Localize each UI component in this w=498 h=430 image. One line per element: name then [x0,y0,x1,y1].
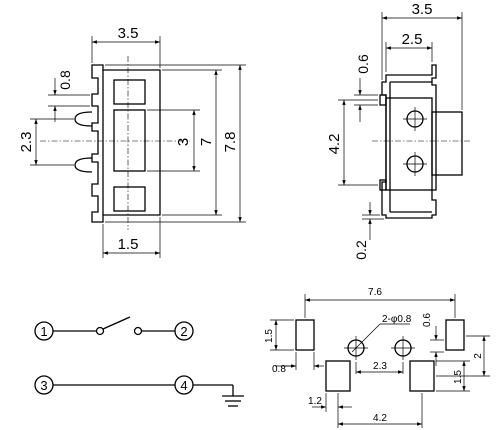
pcb-pad-height-2-label: 1.5 [453,370,464,384]
front-body-height-label: 7 [198,138,215,146]
front-pitch-label: 0.8 [57,70,73,90]
pcb-hole-callout: 2-φ0.8 [382,314,412,325]
pin-4-label: 4 [180,378,187,393]
side-offset-bottom-label: 0.2 [353,240,369,260]
pcb-pad-height-label: 1.5 [264,329,275,343]
side-offset-top-label: 0.6 [355,54,371,74]
pcb-pad-width-label: 0.8 [272,364,286,375]
pin-1-label: 1 [40,324,47,339]
side-inner-width-label: 2.5 [402,31,423,48]
pcb-pad-pitch-label: 4.2 [373,413,387,424]
side-width-top-label: 3.5 [412,1,433,18]
front-pin-spacing-label: 2.3 [18,132,35,153]
pin-2-label: 2 [180,324,187,339]
pcb-hole-spacing-label: 2.3 [373,361,387,372]
schematic: 1 2 3 4 [34,316,244,407]
pin-3-label: 3 [40,378,47,393]
front-width-bottom-label: 1.5 [118,236,139,253]
pcb-pad-spacing-label: 2 [473,353,484,359]
pcb-layout: 7.6 2-φ0.8 1.5 0.6 2 0.8 2.3 [264,287,490,428]
front-view: 3.5 0.8 2.3 3 7 7.8 1.5 [18,25,246,258]
front-actuator-label: 3 [175,138,192,146]
front-total-height-label: 7.8 [222,132,239,153]
front-width-top-label: 3.5 [118,25,139,42]
pcb-hole-offset-label: 0.6 [422,313,433,327]
pcb-pad-offset-label: 1.2 [308,396,322,407]
pcb-overall-width-label: 7.6 [368,287,382,298]
side-hole-spacing-label: 4.2 [326,134,343,155]
side-view: 3.5 2.5 0.6 4.2 0.2 [326,1,472,260]
